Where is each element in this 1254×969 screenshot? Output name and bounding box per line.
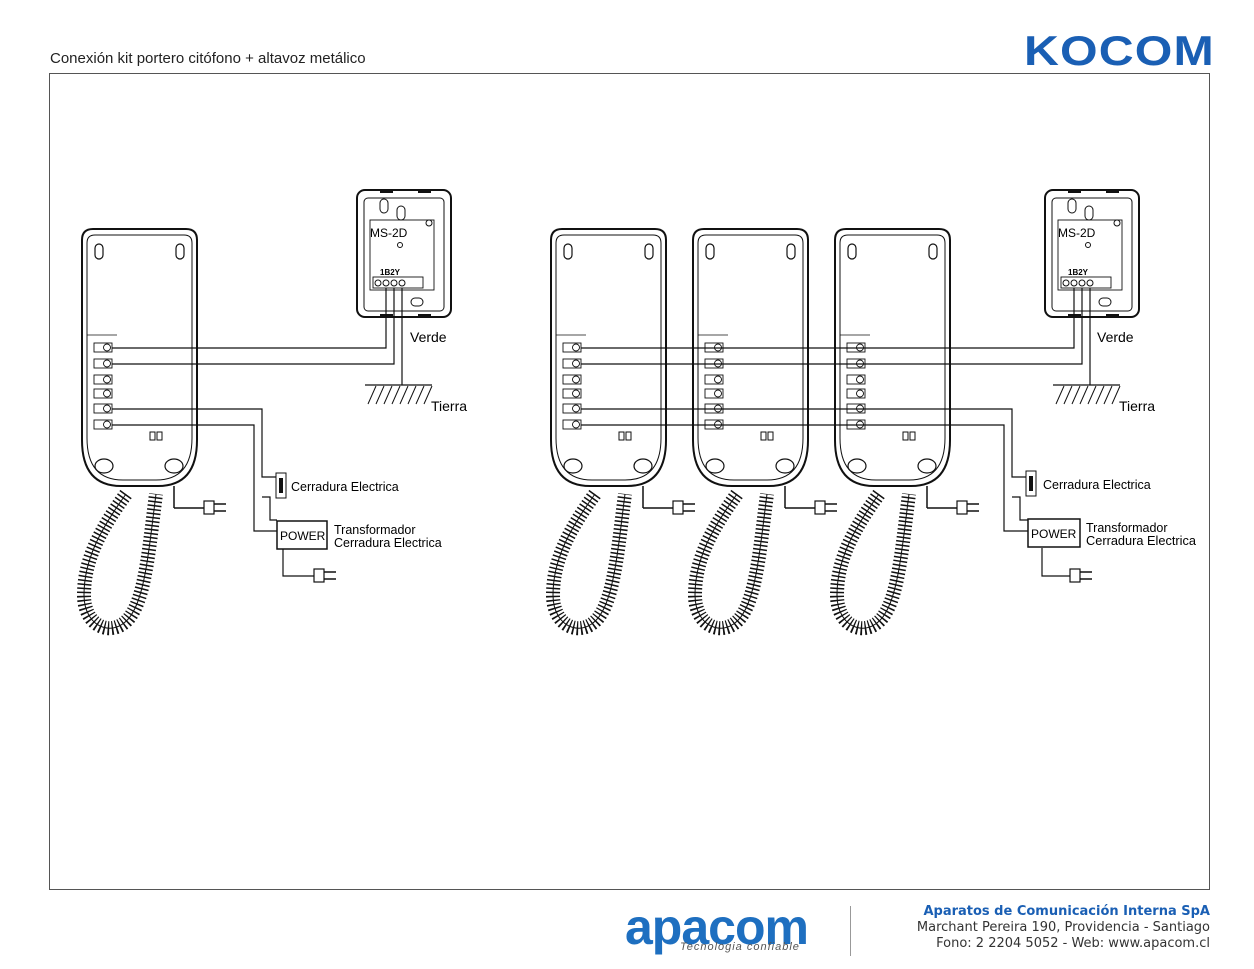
door-station-model-label: MS-2D <box>370 226 408 240</box>
ground-symbol-right <box>1055 385 1121 405</box>
door-station-2 <box>1044 188 1140 319</box>
power-label-right: POWER <box>1031 527 1077 541</box>
power-label-left: POWER <box>280 529 326 543</box>
green-label-left: Verde <box>410 329 447 345</box>
lock-label-left: Cerradura Electrica <box>291 480 399 494</box>
power-box-right <box>1027 518 1081 548</box>
company-contact: Fono: 2 2204 5052 - Web: www.apacom.cl <box>936 936 1210 951</box>
company-name: Aparatos de Comunicación Interna SpA <box>923 904 1210 919</box>
terminal-label-2: 1B2Y <box>1068 268 1089 277</box>
apacom-logo: apacom <box>625 899 809 955</box>
footer-divider <box>850 906 851 956</box>
transformer-label-left-1: Transformador <box>334 523 416 537</box>
wiring-right <box>581 288 1120 577</box>
intercom-unit-4 <box>835 229 979 628</box>
power-box-left <box>276 520 328 550</box>
wiring-left <box>112 288 432 577</box>
ground-label-right: Tierra <box>1119 398 1155 414</box>
kocom-logo: KOCOM <box>1024 27 1215 74</box>
green-label-right: Verde <box>1097 329 1134 345</box>
terminal-label: 1B2Y <box>380 268 401 277</box>
transformer-label-right-1: Transformador <box>1086 521 1168 535</box>
page-title: Conexión kit portero citófono + altavoz … <box>50 50 366 67</box>
diagram-frame <box>49 73 1210 890</box>
apacom-tagline: Tecnologia confiable <box>680 941 800 953</box>
door-station-1 <box>356 188 452 319</box>
ground-label-left: Tierra <box>431 398 467 414</box>
lock-label-right: Cerradura Electrica <box>1043 478 1151 492</box>
ground-symbol-left <box>367 385 433 405</box>
transformer-label-right-2: Cerradura Electrica <box>1086 534 1196 548</box>
transformer-label-left-2: Cerradura Electrica <box>334 536 442 550</box>
company-address: Marchant Pereira 190, Providencia - Sant… <box>916 920 1210 935</box>
footer-contact-block: Aparatos de Comunicación Interna SpA Mar… <box>917 904 1210 952</box>
intercom-unit-1 <box>82 229 226 628</box>
intercom-unit-2 <box>551 229 695 628</box>
door-station-model-label-2: MS-2D <box>1058 226 1096 240</box>
intercom-unit-3 <box>693 229 837 628</box>
